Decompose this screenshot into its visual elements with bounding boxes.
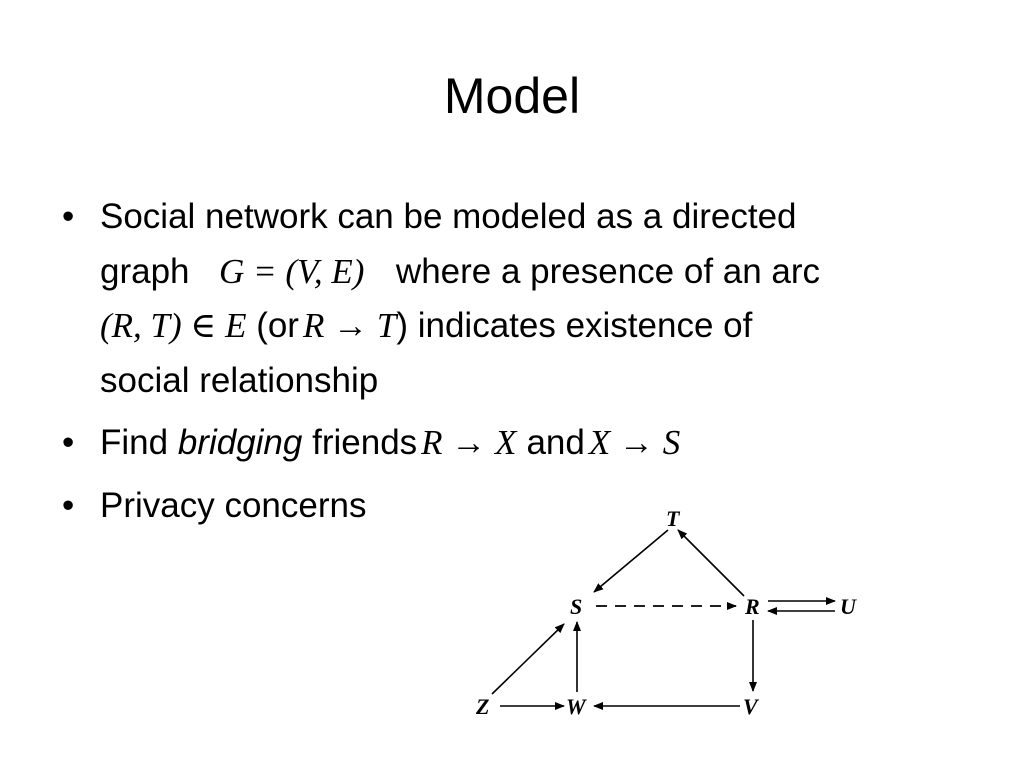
node-s-label: S bbox=[570, 594, 582, 619]
node-r-label: R bbox=[744, 594, 760, 619]
bullet-icon: • bbox=[62, 485, 75, 525]
bullet-text-privacy: Privacy concerns bbox=[100, 485, 367, 525]
node-t-label: T bbox=[666, 506, 681, 531]
social-graph-diagram: T S R U Z W V bbox=[475, 506, 857, 719]
bullet-text-where: where a presence of an arc bbox=[395, 251, 821, 291]
node-w-label: W bbox=[566, 694, 587, 719]
math-arc-r-t: R → T bbox=[302, 306, 397, 345]
bullet-item-graph-model: • Social network can be modeled as a dir… bbox=[62, 190, 962, 408]
bullet-text-line4: social relationship bbox=[100, 360, 379, 400]
bullet-icon: • bbox=[62, 423, 75, 462]
bullet-text-line1: Social network can be modeled as a direc… bbox=[100, 197, 797, 236]
bullet-text-or: (or bbox=[256, 306, 299, 345]
node-z-label: Z bbox=[475, 694, 489, 719]
node-v-label: V bbox=[743, 694, 760, 719]
bullet-text-find: Find bbox=[100, 423, 169, 462]
slide-title: Model bbox=[443, 68, 581, 124]
bullet-item-privacy: • Privacy concerns bbox=[62, 479, 962, 534]
math-arc-membership: (R, T) ∈ E bbox=[100, 306, 247, 345]
bullet-text-graph-word: graph bbox=[100, 251, 190, 291]
bullet-text-and: and bbox=[526, 423, 585, 462]
math-arc-x-s: X → S bbox=[588, 423, 681, 462]
bullet-text-indicates: ) indicates existence of bbox=[396, 306, 753, 345]
edge-r-to-t bbox=[677, 529, 745, 597]
math-graph-definition: G = (V, E) bbox=[219, 251, 365, 291]
bullet-list: • Social network can be modeled as a dir… bbox=[62, 190, 962, 541]
node-u-label: U bbox=[840, 594, 857, 619]
bullet-text-friends: friends bbox=[312, 423, 418, 462]
math-arc-r-x: R → X bbox=[421, 423, 517, 462]
edge-z-to-s bbox=[491, 623, 565, 695]
bullet-icon: • bbox=[62, 197, 75, 236]
edge-t-to-s bbox=[593, 529, 669, 593]
bullet-text-bridging: bridging bbox=[177, 423, 303, 462]
